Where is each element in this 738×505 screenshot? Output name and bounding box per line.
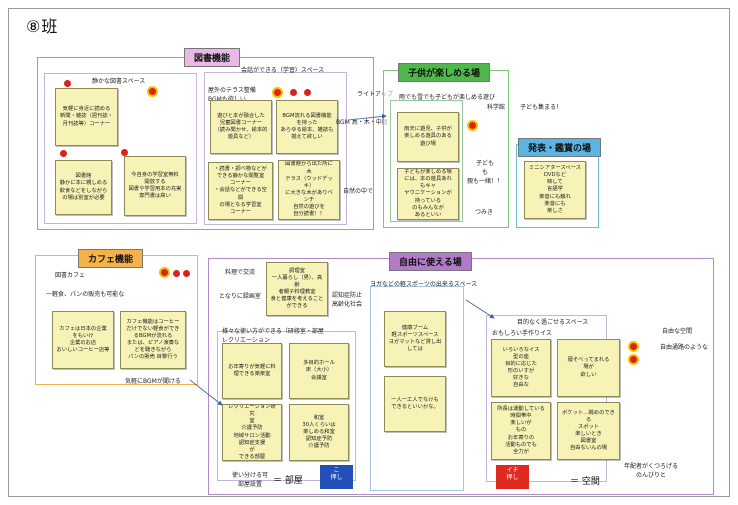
red-dot bbox=[121, 149, 128, 156]
tsumiki-label: つみき bbox=[475, 209, 494, 216]
arrow-cafe-to-free bbox=[189, 379, 223, 406]
light-up-label: ライトアップ bbox=[357, 91, 394, 98]
yoga-space-box bbox=[370, 286, 464, 491]
sticky-note: お年寄りが気軽に料 理できる楽楽室 bbox=[222, 343, 282, 399]
kuukan-label: ＝ 空間 bbox=[570, 477, 600, 487]
sticky-note: ポケット…眺めのできる スポット 楽しいとき 図書室 自由ないんの場 bbox=[557, 402, 620, 460]
nature-label: 自然の中で bbox=[343, 188, 374, 195]
bgm-wood-label: BGM 鳥・木・中庭 bbox=[336, 119, 388, 126]
sticky-note: いろいろなイス 型の座 目的に応じた 形のいすが 好きな 自由な bbox=[491, 339, 551, 397]
sticky-note: 多目的ホール 床（大小） 会議室 bbox=[289, 343, 349, 399]
sticky-note: ミニシアタースペース DVDなど 映して 言語学 楽音にも触れ 楽音にも 楽しさ bbox=[524, 161, 586, 219]
kids-gather-label: 子ども集まる！ bbox=[520, 104, 563, 111]
sticky-note: 寝そべってまれる 場が 欲しい bbox=[557, 339, 620, 397]
push-badge-blue: こ 押し bbox=[320, 465, 353, 489]
arrow-library-to-kids bbox=[347, 114, 387, 121]
priority-mark bbox=[147, 86, 158, 97]
sticky-note: カフェは日本の企業 をもいけ 企業のお店 おいしいコーヒー店等 bbox=[52, 311, 114, 369]
sticky-note: 図書館 静かに本に親しめる 飲食などをしながら の場は別室が必要 bbox=[55, 160, 112, 215]
cafe-label: カフェ機能 bbox=[78, 249, 144, 268]
sticky-note: 一人一工人でなけも できるといいかな。 bbox=[384, 376, 446, 432]
sticky-note: 所長は運動している 時間帯中 楽しいが もの お年寄りの 活動ものでも 全力が bbox=[491, 402, 551, 460]
present-label: 発表・鑑賞の場 bbox=[518, 138, 602, 157]
sticky-note: 今自身の学習室無料 開放する 図書や学習用本の充実 専門書は高い bbox=[124, 156, 186, 216]
push-badge-red: イチ 押し bbox=[496, 465, 529, 489]
priority-mark bbox=[628, 354, 639, 365]
quiet-space-box bbox=[44, 73, 197, 224]
red-dot bbox=[64, 80, 71, 87]
cooking-label: 料理で交流 bbox=[225, 269, 256, 276]
red-dot bbox=[183, 270, 190, 277]
push-badge-blue-text: こ 押し bbox=[330, 467, 343, 482]
kagaku-label: 科学館 bbox=[487, 104, 506, 111]
sticky-note: レクリエーション研究 室 介護予防 地域サロン活動 認知症支援 が できる部屋 bbox=[222, 404, 282, 461]
push-badge-red-text: イチ 押し bbox=[506, 467, 519, 482]
outdoor-terrace-label: 屋外のテラス整備 BGMも欲しい bbox=[208, 87, 256, 103]
sticky-note: ・読書・調べ物などが できる静かな閲覧室 コーナー ・会話などができる空間 の場… bbox=[208, 162, 273, 220]
chair-label: おもしろい手作りイス bbox=[492, 330, 552, 337]
red-dot bbox=[60, 150, 67, 157]
tonari-label: となりに録画室 bbox=[219, 293, 261, 300]
sticky-note: 図書館から出た所に 木 テラス（ウッドデッキ） に大きな木がありベ ンチ 自然の… bbox=[278, 160, 340, 220]
dementia-label: 認知症防止 高齢化社会 bbox=[332, 292, 363, 308]
quiet-space-title: 静かな図書スペース bbox=[92, 78, 146, 85]
heya-label: ＝ 部屋 bbox=[273, 476, 303, 486]
talk-space-title: 会話ができる（学習）スペース bbox=[241, 67, 325, 74]
sticky-note: 和室 30人くらいは 楽しめる和室 認知症予防 介護予防 bbox=[289, 404, 349, 461]
kodomo-label: 子ども も 親も一緒！！ bbox=[467, 160, 504, 185]
priority-mark bbox=[467, 120, 478, 131]
priority-mark bbox=[628, 341, 639, 352]
priority-mark bbox=[159, 267, 170, 278]
talk-space-box bbox=[204, 72, 347, 225]
kids-subtitle: 雨でも雪でも子どもが楽しめる遊び bbox=[399, 94, 496, 101]
cafe-bgm-label: 気軽にBGMが聞ける bbox=[125, 378, 181, 385]
jiyu-label-1: 自由な空間 bbox=[662, 328, 693, 335]
sticky-note: 気軽に身近に読める 新聞・雑誌（週刊誌・ 月刊誌等）コーナー bbox=[55, 88, 118, 146]
tsukai-label: 使い分ける可 部屋設置 bbox=[232, 472, 269, 488]
arrow-free-to-rest bbox=[465, 299, 495, 319]
sticky-note: 遊びと本が融合した 児童図書コーナー （読み聞かせ、絵本的 遊具など） bbox=[210, 100, 272, 154]
kids-label: 子供が楽しめる場 bbox=[398, 63, 491, 82]
red-dot bbox=[173, 270, 180, 277]
sticky-note: 雨天に遊児、子供が 楽しめる遊具のある 遊び場 bbox=[397, 112, 459, 162]
multipurpose-box bbox=[217, 331, 356, 481]
free-rest-label: 目的なく過ごせるスペース bbox=[517, 319, 589, 326]
free-label: 自由に使える場 bbox=[389, 252, 472, 271]
kids-inner-box bbox=[390, 100, 463, 222]
sticky-note: カフェ機能はコーヒー だけでない軽食ができ るBGMが流れる または、ピアノ演奏… bbox=[120, 311, 186, 369]
yoga-label: ヨガなどの軽スポーツの出来るスペース bbox=[370, 281, 478, 288]
page-title: ⑧班 bbox=[26, 17, 59, 36]
various-use-label: 様々な使い方ができる（研修室・部屋 レクリエーション bbox=[222, 328, 324, 344]
cafe-subtitle-2: 一軽食、パンの販売も可能な bbox=[46, 291, 125, 298]
red-dot bbox=[290, 89, 297, 96]
sticky-note: 健康ブーム 軽スポーツスペース ヨガマットなど貸し出 しては bbox=[384, 311, 446, 367]
red-dot bbox=[304, 89, 311, 96]
library-label: 図書機能 bbox=[184, 48, 241, 67]
kotsu-label: 年配者がくつろげる のんびりと bbox=[624, 463, 679, 479]
free-rest-box bbox=[486, 315, 607, 482]
sticky-note: 子どもが楽しめる場 には、本の遊具あれ もキャ ヤウニケーションが 持っている … bbox=[397, 168, 459, 220]
cafe-subtitle: 図書カフェ bbox=[55, 272, 86, 279]
priority-mark bbox=[272, 87, 283, 98]
poster-frame bbox=[8, 8, 730, 497]
sticky-note: 調理室 一人暮らし（男）、高齢 者親子料理教室 食と健康を考えることができる bbox=[266, 262, 328, 316]
sticky-note: BGM流れる図書機能 を持った あらゆる絵本、雑誌も 揃えて欲しい bbox=[276, 100, 338, 154]
jiyu-label-2: 自由通路のような bbox=[660, 344, 709, 351]
